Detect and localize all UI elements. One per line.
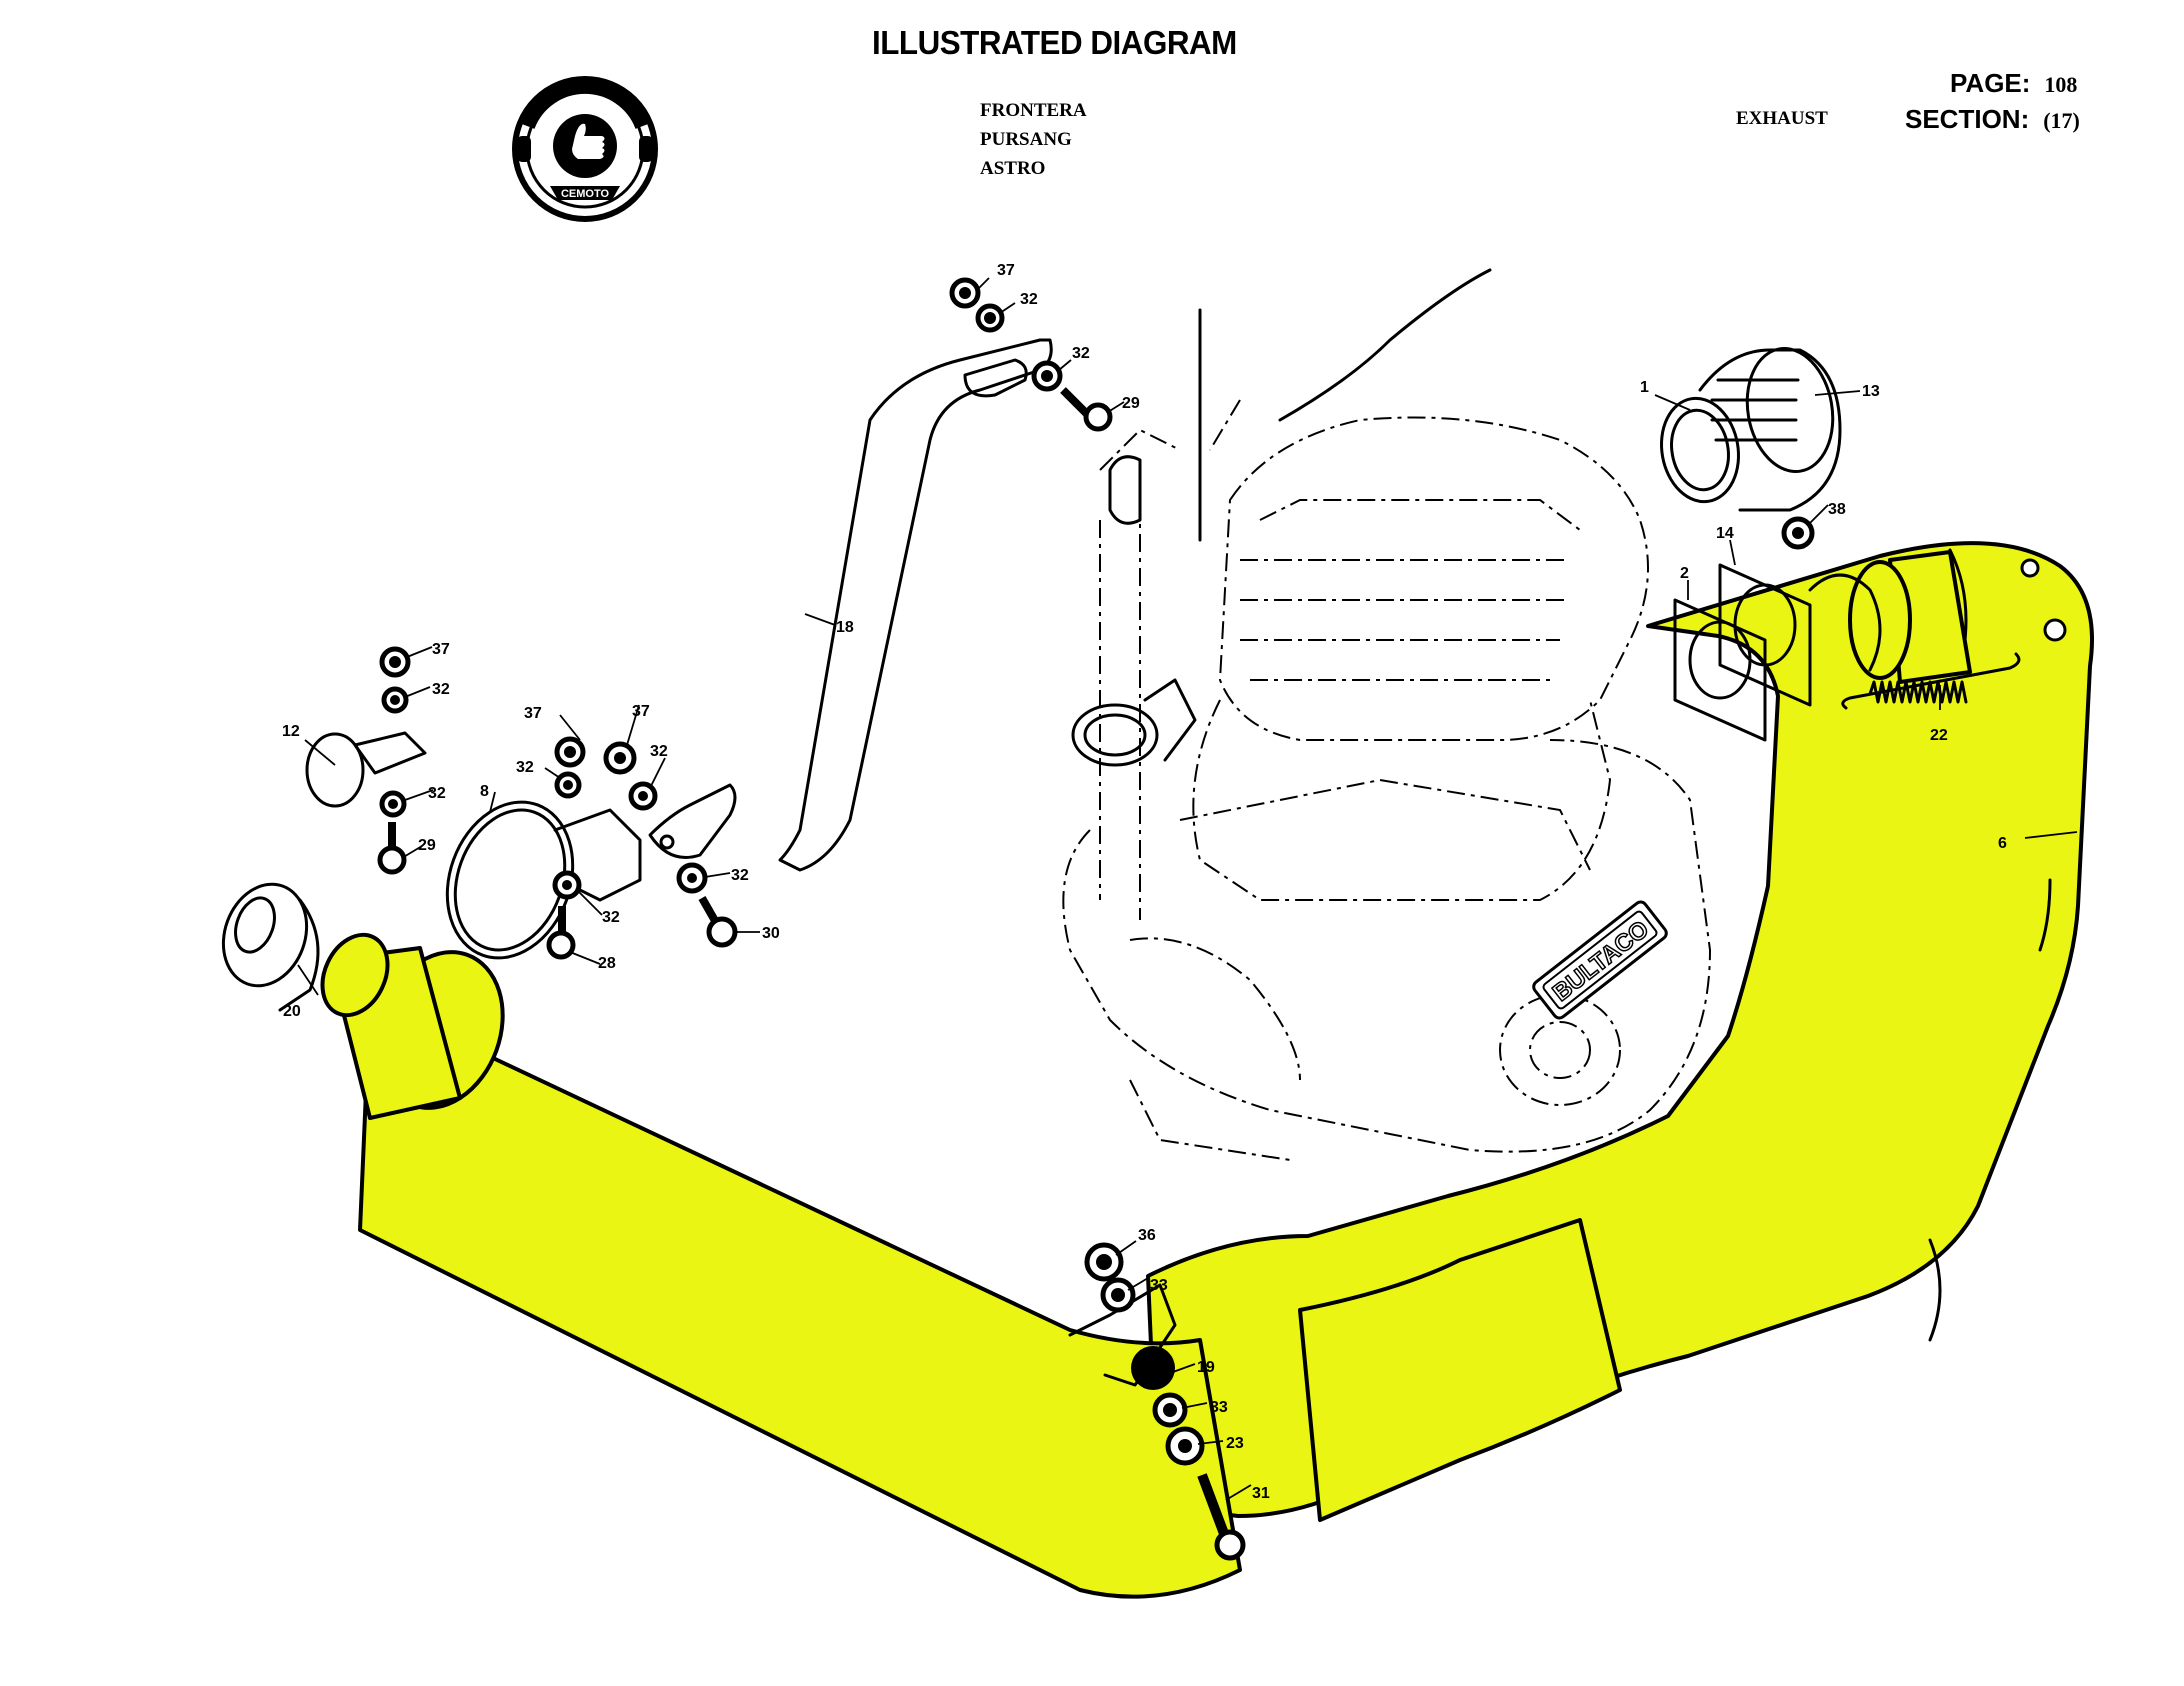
callout-label[interactable]: 30 (762, 925, 780, 942)
callout-label[interactable]: 22 (1930, 727, 1948, 744)
callout-label[interactable]: 37 (632, 703, 650, 720)
callout-label[interactable]: 29 (1122, 395, 1140, 412)
thumbs-up-icon (572, 123, 605, 159)
page-value: 108 (2044, 72, 2078, 97)
callout-label[interactable]: 32 (1072, 345, 1090, 362)
callout-label[interactable]: 14 (1716, 525, 1734, 542)
silencer-bracket-part[interactable] (648, 338, 1053, 872)
silencer-end-cap-part[interactable] (210, 872, 321, 1012)
callout-label[interactable]: 31 (1252, 1485, 1270, 1502)
gasket-part[interactable] (1673, 598, 1767, 742)
callout-label[interactable]: 20 (283, 1003, 301, 1020)
exhaust-nut-flange-part[interactable] (1698, 342, 1842, 512)
logo-ribbon (550, 186, 620, 200)
logo-subtitle: CEMOTO (561, 188, 610, 200)
bultaco-logo: CEMOTO (512, 76, 658, 222)
engine-badge: BULTACO (1532, 900, 1668, 1020)
model-name: ASTRO (980, 158, 1046, 179)
section-name: EXHAUST (1736, 108, 1828, 129)
callout-label[interactable]: 32 (428, 785, 446, 802)
callout-label[interactable]: 37 (524, 705, 542, 722)
leader-lines (297, 277, 2078, 1501)
callout-label[interactable]: 32 (516, 759, 534, 776)
callout-label[interactable]: 13 (1862, 383, 1880, 400)
logo-brand-band (519, 77, 651, 130)
silencer-clamp-part[interactable] (426, 784, 642, 975)
page-title: ILLUSTRATED DIAGRAM (872, 24, 1237, 61)
model-name: PURSANG (980, 129, 1072, 150)
callout-label[interactable]: 19 (1197, 1359, 1215, 1376)
exhaust-pipe[interactable] (310, 541, 2094, 1599)
callout-label[interactable]: 32 (602, 909, 620, 926)
callout-label[interactable]: 8 (480, 783, 489, 800)
seal-ring-part[interactable] (1654, 392, 1747, 508)
fasteners (377, 277, 1815, 1561)
engine-outline (1062, 268, 1712, 1161)
section-label: SECTION: (1905, 104, 2030, 134)
callout-label[interactable]: 2 (1680, 565, 1689, 582)
logo-letter-b (517, 136, 531, 162)
callout-label[interactable]: 36 (1138, 1227, 1156, 1244)
section-number: SECTION: (17) (1905, 104, 2080, 135)
callout-label[interactable]: 29 (418, 837, 436, 854)
page-label: PAGE: (1950, 68, 2031, 98)
spring-part[interactable] (1841, 652, 2021, 710)
callout-label[interactable]: 6 (1998, 835, 2007, 852)
callout-label[interactable]: 32 (432, 681, 450, 698)
callout-label[interactable]: 33 (1210, 1399, 1228, 1416)
callout-label[interactable]: 32 (1020, 291, 1038, 308)
section-value: (17) (2043, 108, 2080, 133)
model-list: FRONTERA PURSANG ASTRO (980, 96, 1087, 183)
clamp-part[interactable] (305, 731, 427, 808)
callout-label[interactable]: 37 (997, 262, 1015, 279)
callout-label[interactable]: 12 (282, 723, 300, 740)
mount-bracket-part[interactable] (1068, 1283, 1177, 1387)
callout-label[interactable]: 32 (731, 867, 749, 884)
callout-label[interactable]: 28 (598, 955, 616, 972)
callout-label[interactable]: 23 (1226, 1435, 1244, 1452)
callout-label[interactable]: 32 (650, 743, 668, 760)
page-number: PAGE: 108 (1950, 68, 2077, 99)
callout-labels: 1 13 38 14 2 22 6 37 32 32 29 18 37 32 1… (282, 262, 2007, 1502)
model-name: FRONTERA (980, 100, 1087, 121)
callout-label[interactable]: 33 (1150, 1277, 1168, 1294)
rubber-mount-icon[interactable] (1131, 1346, 1175, 1390)
callout-label[interactable]: 18 (836, 619, 854, 636)
callout-label[interactable]: 38 (1828, 501, 1846, 518)
logo-letter-o (639, 136, 653, 162)
callout-label[interactable]: 1 (1640, 379, 1649, 396)
callout-label[interactable]: 37 (432, 641, 450, 658)
